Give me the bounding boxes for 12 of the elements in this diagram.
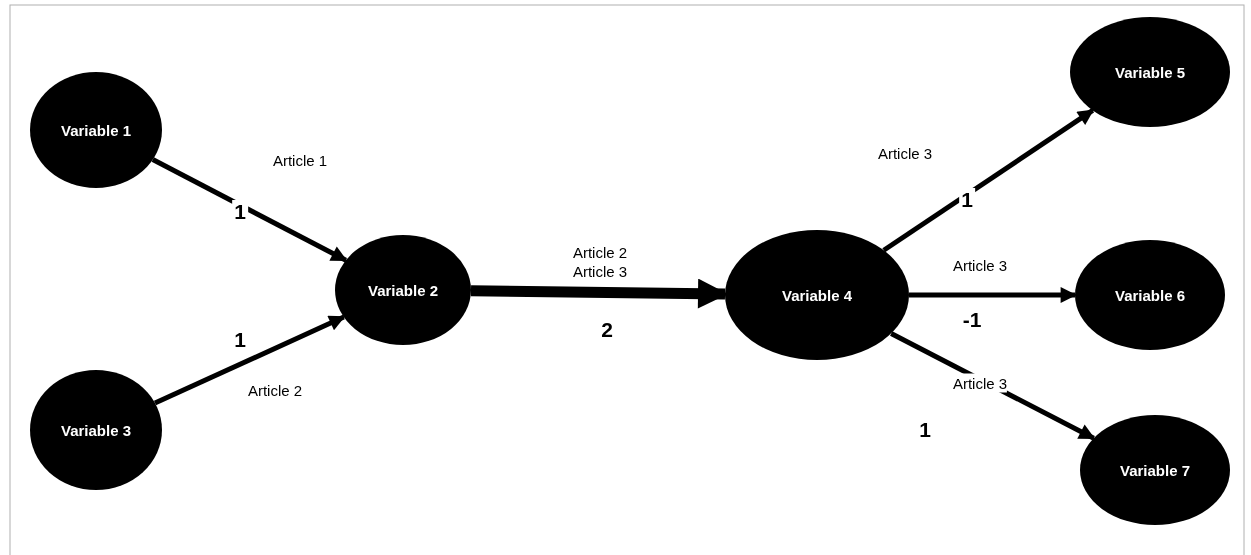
- node-label: Variable 5: [1114, 62, 1186, 82]
- node-label: Variable 6: [1114, 285, 1186, 305]
- arrow: [151, 157, 348, 263]
- edge-label: Article 3: [952, 373, 1008, 393]
- node-label: Variable 1: [60, 120, 132, 140]
- node-label: Variable 3: [60, 420, 132, 440]
- node-label: Variable 7: [1119, 460, 1191, 480]
- arrow: [153, 314, 346, 406]
- arrow: [909, 287, 1077, 303]
- node-label: Variable 2: [367, 280, 439, 300]
- node-label: Variable 4: [781, 285, 853, 305]
- arrow: [882, 108, 1095, 253]
